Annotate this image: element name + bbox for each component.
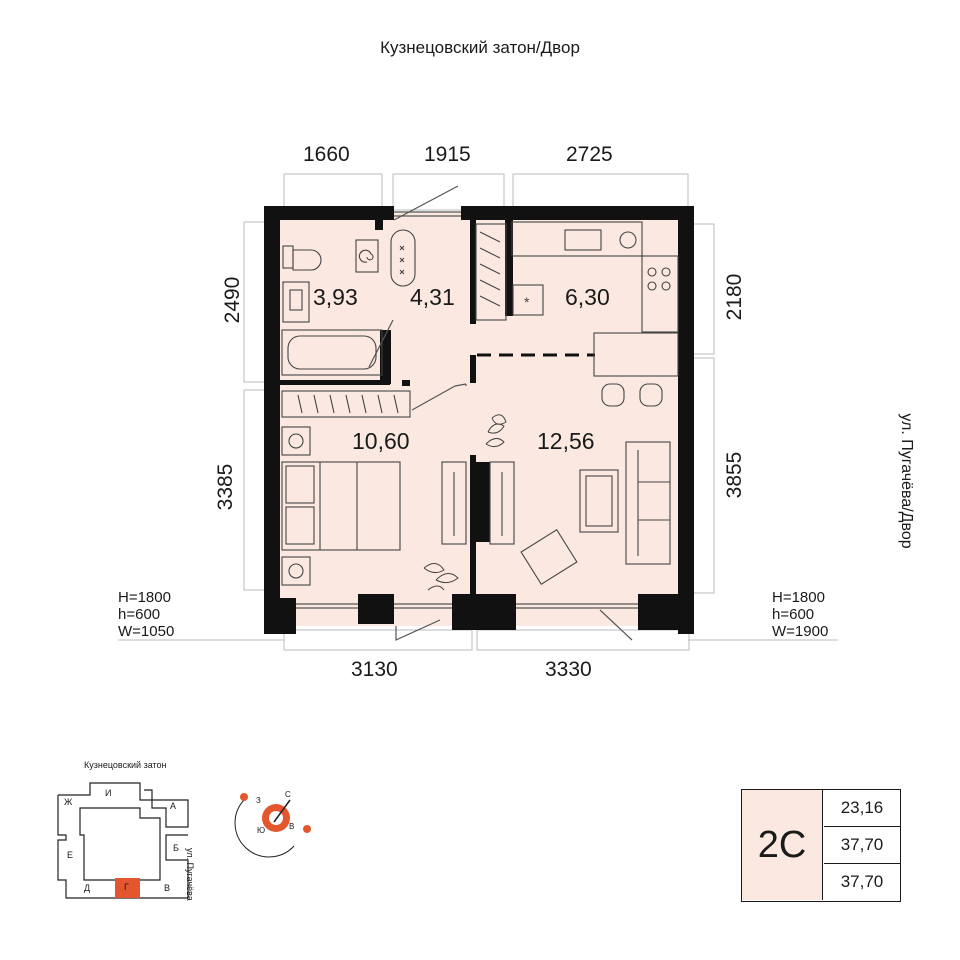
dimension-left-1: 2490	[221, 276, 244, 324]
side-orientation-label: ул. Пугачёва/Двор	[898, 413, 915, 549]
site-section-i: И	[105, 788, 112, 798]
window-left-H: H=1800	[118, 589, 171, 606]
dimension-top-1: 1660	[303, 143, 350, 166]
compass-south-label: Ю	[257, 826, 266, 835]
svg-text:*: *	[524, 294, 530, 310]
apartment-info-box: 2С 23,16 37,70 37,70	[741, 789, 901, 902]
furniture: *	[281, 221, 679, 586]
doors	[368, 185, 467, 411]
apartment-floor	[272, 212, 684, 626]
site-section-b: Б	[173, 843, 179, 853]
window-right-h: h=600	[772, 606, 815, 623]
room-area-bedroom: 10,60	[352, 428, 410, 454]
compass-graphic	[234, 793, 311, 858]
site-section-v: В	[164, 883, 171, 893]
plants	[423, 414, 507, 591]
site-section-zh: Ж	[64, 797, 73, 807]
window-right-W: W=1900	[772, 623, 829, 640]
site-plan-street-side: ул. Пугачёва	[185, 848, 195, 901]
window-right-H: H=1800	[772, 589, 825, 606]
dimension-bottom-2: 3330	[545, 658, 592, 681]
site-section-a: А	[170, 801, 177, 811]
windows	[296, 211, 638, 641]
window-left-h: h=600	[118, 606, 161, 623]
dimension-right-1: 2180	[723, 273, 746, 321]
room-area-living: 12,56	[537, 428, 595, 454]
site-plan-street-top: Кузнецовский затон	[84, 760, 167, 770]
compass-north-label: С	[285, 790, 291, 799]
compass-east-label: В	[289, 822, 295, 831]
site-section-e: Е	[67, 850, 74, 860]
dimension-right-2: 3855	[723, 451, 746, 499]
site-plan	[57, 782, 189, 899]
walls	[264, 206, 694, 634]
room-area-bathroom: 3,93	[313, 284, 358, 310]
dimension-top-3: 2725	[566, 143, 613, 166]
total-area-with-balcony-value: 37,70	[840, 872, 884, 891]
site-section-g-highlighted: Г	[124, 882, 129, 892]
room-area-kitchen: 6,30	[565, 284, 610, 310]
apartment-type: 2С	[742, 790, 823, 900]
dimension-left-2: 3385	[214, 463, 237, 511]
total-area-value: 37,70	[824, 827, 900, 864]
compass-west-label: З	[256, 796, 261, 805]
living-area-value: 23,16	[824, 790, 900, 827]
dimension-bottom-1: 3130	[351, 658, 398, 681]
window-left-W: W=1050	[118, 623, 175, 640]
top-orientation-label: Кузнецовский затон/Двор	[380, 38, 580, 57]
room-area-hallway: 4,31	[410, 284, 455, 310]
dimension-top-2: 1915	[424, 143, 471, 166]
site-section-d: Д	[84, 883, 91, 893]
